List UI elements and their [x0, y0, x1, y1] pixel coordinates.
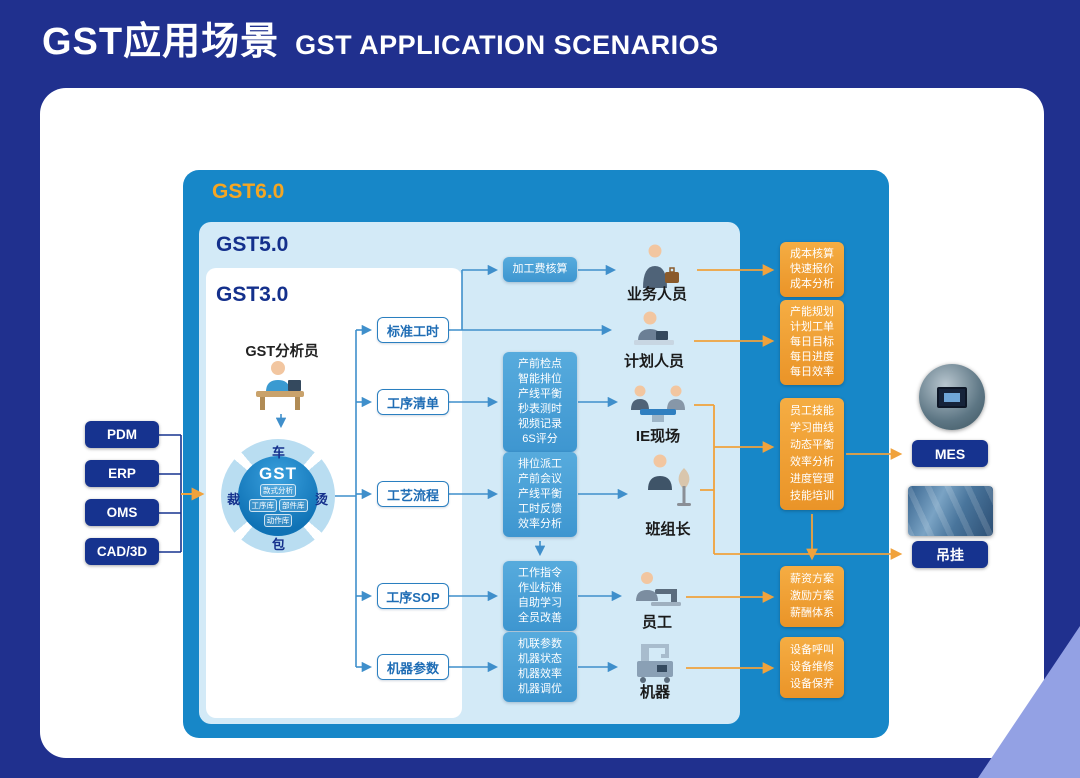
role-label-employee: 员工 — [641, 614, 672, 631]
team-leader-icon — [640, 452, 696, 517]
role-label-team-leader: 班组长 — [645, 521, 691, 538]
function-box-processing-fee: 加工费核算 — [503, 257, 577, 282]
employee-icon — [629, 568, 685, 615]
ie-field-icon — [626, 380, 690, 429]
page-header: GST应用场景 GST APPLICATION SCENARIOS — [42, 10, 719, 65]
process-button-process-flow: 工艺流程 — [377, 481, 449, 507]
outcome-box-equipment: 设备呼叫设备维修设备保养 — [780, 637, 844, 698]
module-chip: 款式分析 — [260, 484, 296, 497]
gst-circle-core: GST 款式分析 工序库 部件库 动作库 — [238, 456, 318, 536]
mes-button: MES — [912, 440, 988, 467]
gst5-version-label: GST5.0 — [216, 233, 289, 256]
gst6-version-label: GST6.0 — [212, 180, 285, 203]
page-title-cn: GST应用场景 — [42, 21, 280, 63]
page-title-en: GST APPLICATION SCENARIOS — [295, 30, 719, 60]
gst-circle-title: GST — [259, 464, 297, 483]
outcome-box-salary: 薪资方案激励方案薪酬体系 — [780, 566, 844, 627]
hanging-system-button: 吊挂 — [912, 541, 988, 568]
business-person-icon — [629, 242, 685, 293]
ring-label-sew: 车 — [272, 445, 286, 460]
machine-icon — [627, 636, 683, 689]
process-button-standard-hours: 标准工时 — [377, 317, 449, 343]
erp-button: ERP — [85, 460, 159, 487]
pdm-button: PDM — [85, 421, 159, 448]
ring-label-iron: 烫 — [315, 492, 329, 507]
process-button-machine-params: 机器参数 — [377, 654, 449, 680]
outcome-box-planning: 产能规划计划工单每日目标每日进度每日效率 — [780, 300, 844, 385]
workshop-photo — [908, 486, 993, 536]
workshop-photo-circle — [919, 364, 985, 430]
oms-button: OMS — [85, 499, 159, 526]
module-chip: 部件库 — [279, 499, 308, 512]
module-chip: 工序库 — [248, 499, 277, 512]
monitor-icon — [937, 386, 967, 408]
role-label-planner: 计划人员 — [623, 353, 684, 370]
process-button-sop: 工序SOP — [377, 583, 449, 609]
function-box-work-guidance: 工作指令作业标准自助学习全员改善 — [503, 561, 577, 631]
gst3-version-label: GST3.0 — [216, 283, 289, 306]
function-box-machine-iot: 机联参数机器状态机器效率机器调优 — [503, 632, 577, 702]
process-button-operation-list: 工序清单 — [377, 389, 449, 415]
ring-label-cut: 裁 — [227, 492, 241, 507]
planner-icon — [626, 309, 682, 356]
ring-label-pack: 包 — [272, 537, 286, 552]
outcome-box-costing: 成本核算快速报价成本分析 — [780, 242, 844, 297]
function-box-line-management: 排位派工产前会议产线平衡工时反馈效率分析 — [503, 452, 577, 537]
role-label-ie-field: IE现场 — [635, 428, 681, 445]
role-label-business: 业务人员 — [626, 286, 687, 303]
outcome-box-efficiency: 员工技能学习曲线动态平衡效率分析进度管理技能培训 — [780, 398, 844, 510]
gst-analyst-icon — [248, 358, 312, 417]
gst-analyst-label: GST分析员 — [245, 344, 319, 360]
role-label-machine: 机器 — [639, 684, 670, 701]
cad3d-button: CAD/3D — [85, 538, 159, 565]
module-chip: 动作库 — [263, 514, 293, 527]
